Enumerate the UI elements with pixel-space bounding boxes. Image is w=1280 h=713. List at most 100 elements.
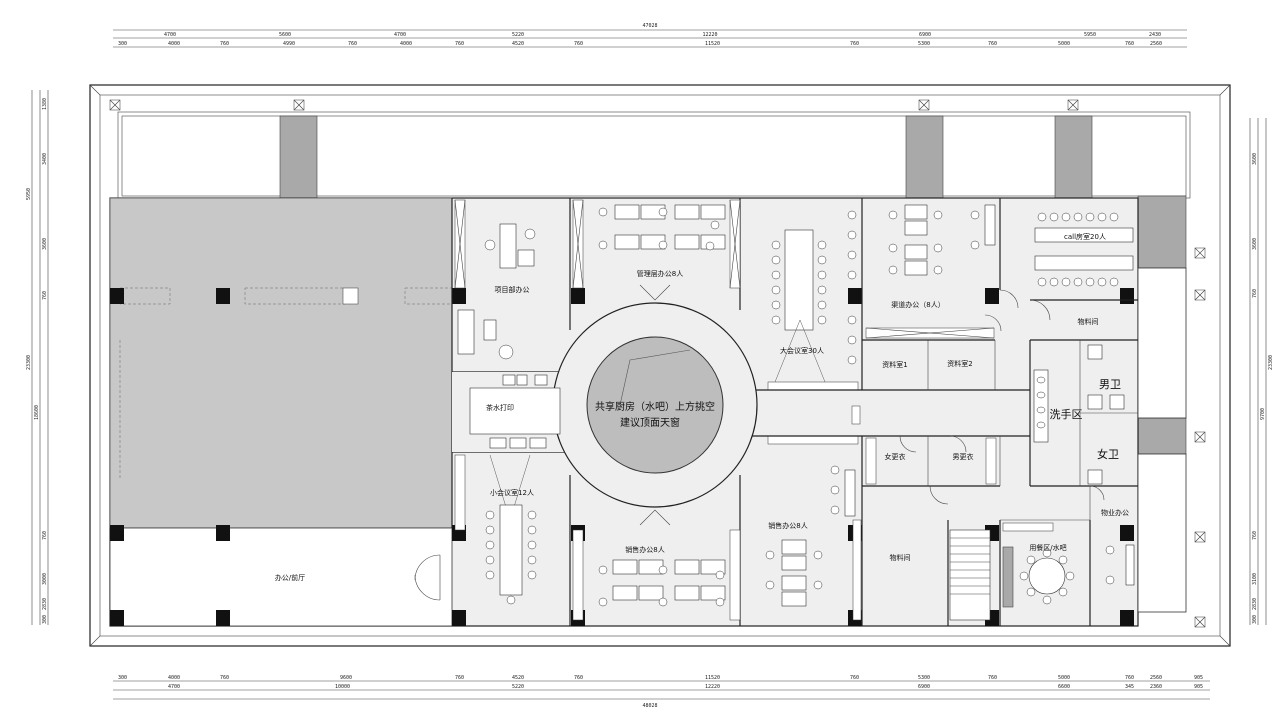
room-storage-top: 物料间 [1078,317,1099,326]
dim-left-1: 5950 [26,188,32,200]
room-tea-print: 茶水打印 [469,374,561,449]
label-sales-office-right: 销售办公8人 [768,521,807,530]
dim-top-5: 12220 [702,32,717,38]
dim-right-3: 760 [1252,289,1258,298]
label-project-office: 项目部办公 [495,285,530,294]
dim-right-1: 3600 [1252,153,1258,165]
dim-bot-9: 760 [850,675,859,681]
dim-bot-2: 4000 [168,675,180,681]
dim-top-r2-9: 760 [574,41,583,47]
dim-top-6: 6900 [919,32,931,38]
dim-bot-10: 5300 [918,675,930,681]
void-area [109,197,453,529]
dim-bot-15: 905 [1194,675,1203,681]
dim-bot-7: 760 [574,675,583,681]
room-sales-office-bottom: 销售办公8人 [598,545,726,607]
dim-top-r2-8: 4520 [512,41,524,47]
label-wash-area: 洗手区 [1050,407,1083,421]
dim-right-8: 2830 [1252,598,1258,610]
dim-top-r2-10: 11520 [705,41,720,47]
label-manager-office: 管理层办公8人 [637,269,683,278]
label-shared-kitchen-1: 共享厨房（水吧）上方挑空 [595,400,715,413]
dim-bot-r2-6: 6600 [1058,684,1070,690]
dim-top-r2-4: 4990 [283,41,295,47]
label-female-locker: 女更衣 [885,452,906,461]
office-reception-area: 办公/前厅 [109,527,453,627]
dim-top-4: 5220 [512,32,524,38]
dim-left-7: 760 [42,291,48,300]
dim-bot-r2-5: 6900 [918,684,930,690]
label-archive2: 资料室2 [947,359,972,368]
dim-top-2: 5600 [279,32,291,38]
storage-cabinets [454,199,1054,621]
room-project-office: 项目部办公 [457,223,536,360]
label-womens-wc: 女卫 [1097,447,1119,461]
dim-bot-3: 760 [220,675,229,681]
dim-bot-r2-2: 10000 [335,684,350,690]
dim-top-r2-7: 760 [455,41,464,47]
room-storage-bottom: 物料间 [890,529,991,621]
dim-bot-r2-1: 4700 [168,684,180,690]
label-large-meeting: 大会议室30人 [780,346,824,355]
dim-left-8: 760 [42,531,48,540]
dim-left-9: 3000 [42,573,48,585]
dim-bot-4: 9600 [340,675,352,681]
label-office-reception: 办公/前厅 [275,573,305,582]
structure-markers [109,99,1206,628]
dim-right-7: 3100 [1252,573,1258,585]
dim-top-8: 2430 [1149,32,1161,38]
label-sales-office-bottom: 销售办公8人 [625,545,664,554]
dim-bot-12: 5000 [1058,675,1070,681]
dim-top-r2-11: 760 [850,41,859,47]
label-tea-print: 茶水打印 [486,403,514,412]
central-rotunda: 共享厨房（水吧）上方挑空 建议顶面天窗 [452,302,862,508]
dim-left-3: 18600 [34,405,40,420]
room-small-meeting: 小会议室12人 [485,454,537,605]
dim-left-2: 23300 [26,355,32,370]
room-dining-bar: 用餐区/水吧 [1019,543,1075,605]
label-archive1: 资料室1 [882,360,907,369]
dim-top-r2-13: 760 [988,41,997,47]
room-call: call房室20人 [1034,212,1134,287]
bottom-dimensions: 300 4000 760 9600 760 4520 760 11520 760… [113,675,1210,709]
label-dining-bar: 用餐区/水吧 [1029,543,1066,552]
terrace-pillars [279,115,1187,455]
left-dimensions: 5950 23300 18600 1380 3400 3600 760 760 … [26,90,49,625]
dim-bottom-overall: 48028 [642,703,657,709]
room-manager-office: 管理层办公8人 [598,204,726,278]
dim-bot-11: 760 [988,675,997,681]
door-swings [639,284,1105,526]
dim-top-r2-1: 300 [118,41,127,47]
dim-bot-r2-9: 905 [1194,684,1203,690]
label-male-locker: 男更衣 [953,452,974,461]
dim-left-5: 3400 [42,153,48,165]
dim-top-r2-3: 760 [220,41,229,47]
label-storage-bottom: 物料间 [890,553,911,562]
dim-top-3: 4700 [394,32,406,38]
top-dimensions: 47028 4700 5600 4700 5220 12220 6900 595… [113,23,1187,48]
dim-bot-14: 2560 [1150,675,1162,681]
label-channel-office: 渠道办公（8人） [891,300,944,309]
dim-left-11: 300 [42,615,48,624]
dim-top-overall: 47028 [642,23,657,29]
room-sales-office-right: 销售办公8人 [765,465,856,607]
label-mens-wc: 男卫 [1099,378,1121,391]
dim-bot-r2-8: 2360 [1150,684,1162,690]
dim-bot-6: 4520 [512,675,524,681]
dim-top-r2-5: 760 [348,41,357,47]
dim-right-5: 9700 [1260,408,1266,420]
dim-top-r2-12: 5300 [918,41,930,47]
label-shared-kitchen-2: 建议顶面天窗 [620,416,680,429]
dim-right-2: 3600 [1252,238,1258,250]
dim-bot-8: 11520 [705,675,720,681]
dim-bot-13: 760 [1125,675,1134,681]
room-lockers: 女更衣 男更衣 [885,452,974,461]
dim-right-6: 760 [1252,531,1258,540]
dim-bot-1: 300 [118,675,127,681]
room-restrooms: 男卫 洗手区 女卫 [1033,344,1125,485]
dim-top-r2-6: 4000 [400,41,412,47]
dim-top-r2-14: 5000 [1058,41,1070,47]
dim-top-r2-2: 4000 [168,41,180,47]
dim-top-7: 5950 [1084,32,1096,38]
